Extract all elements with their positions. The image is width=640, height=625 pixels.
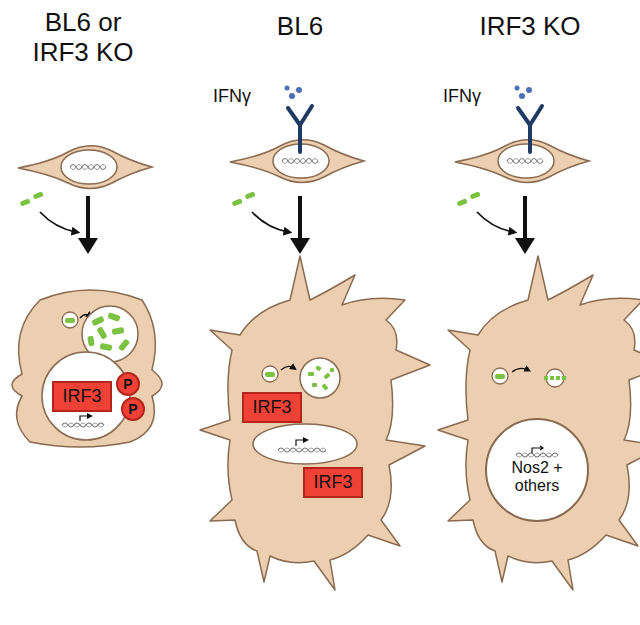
infection-arrow <box>20 191 98 254</box>
cytokine-label: IFNγ <box>427 86 497 107</box>
protein-label: IRF3 <box>252 397 291 418</box>
protein-box: IRF3 <box>303 467 362 498</box>
column-heading: IRF3 KO <box>450 12 610 42</box>
activated-cell <box>438 256 640 590</box>
nucleus: Nos2 + others <box>485 418 589 522</box>
protein-box: IRF3 <box>52 381 111 412</box>
infected-cell <box>12 290 162 447</box>
ifng-receptor <box>285 86 313 153</box>
resting-cell <box>230 140 364 183</box>
gene-label: Nos2 + others <box>495 459 579 495</box>
protein-label: IRF3 <box>313 472 352 493</box>
activated-cell <box>200 256 430 590</box>
cytokine-label: IFNγ <box>197 86 267 107</box>
resting-cell <box>455 140 589 183</box>
column-heading: BL6 or IRF3 KO <box>13 8 153 68</box>
resting-cell <box>18 146 152 189</box>
phosphate-label: P <box>128 401 137 417</box>
infection-arrow <box>457 191 535 254</box>
phosphate-label: P <box>123 376 132 392</box>
ifng-receptor <box>515 86 543 153</box>
phosphate-circle: P <box>121 397 145 421</box>
column-heading: BL6 <box>240 12 360 42</box>
infection-arrow <box>232 191 310 254</box>
protein-label: IRF3 <box>62 386 101 407</box>
dna-icon <box>514 445 560 459</box>
phosphate-circle: P <box>116 372 140 396</box>
protein-box: IRF3 <box>242 392 301 423</box>
